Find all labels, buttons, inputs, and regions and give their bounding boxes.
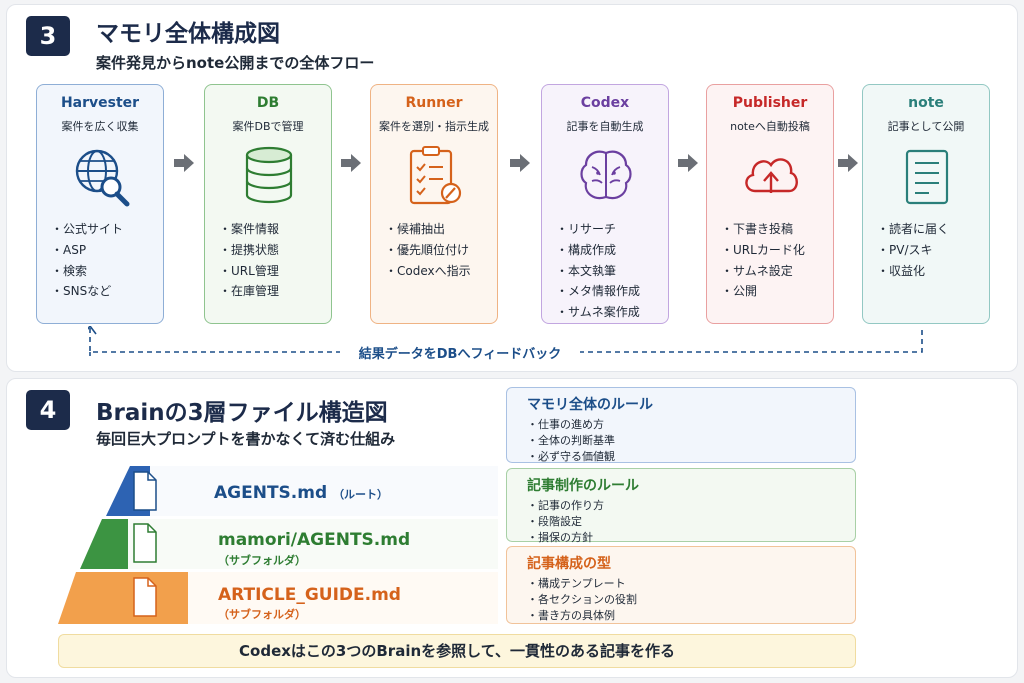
stage-items: 公式サイトASP検索SNSなど <box>51 219 123 302</box>
stage-item: 候補抽出 <box>385 219 471 240</box>
section-subtitle: 案件発見からnote公開までの全体フロー <box>96 54 375 72</box>
rule-title: 記事制作のルール <box>527 478 639 494</box>
rule-box: 記事構成の型 構成テンプレート各セクションの役割書き方の具体例 <box>506 546 856 624</box>
stage-item: PV/スキ <box>877 240 949 261</box>
stage-name: DB <box>256 95 280 111</box>
rule-item: 構成テンプレート <box>527 576 855 592</box>
stage-item: サムネ案作成 <box>556 302 640 323</box>
document-icon <box>897 145 957 207</box>
stage-desc: 記事を自動生成 <box>566 120 644 133</box>
stage-item: 読者に届く <box>877 219 949 240</box>
feedback-label: 結果データをDBへフィードバック <box>340 343 580 362</box>
stage-items: 読者に届くPV/スキ収益化 <box>877 219 949 281</box>
stage-desc: 記事として公開 <box>887 120 965 133</box>
stage-item: 検索 <box>51 261 123 282</box>
summary-banner: Codexはこの3つのBrainを参照して、一貫性のある記事を作る <box>58 634 856 668</box>
globe-search-icon <box>71 145 131 207</box>
rule-item: 段階設定 <box>527 514 855 530</box>
stage-item: メタ情報作成 <box>556 281 640 302</box>
stage-item: ASP <box>51 240 123 261</box>
rule-item: 書き方の具体例 <box>527 608 855 624</box>
section-number-badge: 4 <box>26 390 70 430</box>
rule-box: 記事制作のルール 記事の作り方段階設定損保の方針 <box>506 468 856 544</box>
database-icon <box>239 145 299 207</box>
stage-desc: 案件を選別・指示生成 <box>379 120 489 133</box>
stage-items: 候補抽出優先順位付けCodexへ指示 <box>385 219 471 281</box>
stage-db: DB 案件DBで管理 案件情報提携状態URL管理在庫管理 <box>204 84 332 324</box>
stage-item: リサーチ <box>556 219 640 240</box>
section-title: マモリ全体構成図 <box>96 21 280 47</box>
stage-publisher: Publisher noteへ自動投稿 下書き投稿URLカード化サムネ設定公開 <box>706 84 834 324</box>
stage-item: 在庫管理 <box>219 281 279 302</box>
flow-arrow-icon <box>174 154 194 172</box>
rule-item: 全体の判断基準 <box>527 433 855 449</box>
stage-item: サムネ設定 <box>721 261 805 282</box>
section-subtitle: 毎回巨大プロンプトを書かなくて済む仕組み <box>96 430 396 448</box>
layer-3-file: ARTICLE_GUIDE.md <box>218 585 401 605</box>
stage-runner: Runner 案件を選別・指示生成 候補抽出優先順位付けCodexへ指示 <box>370 84 498 324</box>
layer-3-note: （サブフォルダ） <box>218 608 306 621</box>
stage-name: Harvester <box>60 95 140 111</box>
stage-item: Codexへ指示 <box>385 261 471 282</box>
layer-1-label: AGENTS.md （ルート） <box>214 483 388 503</box>
file-icon <box>133 523 157 563</box>
stage-item: 優先順位付け <box>385 240 471 261</box>
flow-arrow-icon <box>677 154 698 172</box>
stage-item: URLカード化 <box>721 240 805 261</box>
stage-note: note 記事として公開 読者に届くPV/スキ収益化 <box>862 84 990 324</box>
stage-item: URL管理 <box>219 261 279 282</box>
rule-item: 損保の方針 <box>527 530 855 546</box>
stage-item: 構成作成 <box>556 240 640 261</box>
layer-1-file: AGENTS.md <box>214 483 328 503</box>
rule-title: 記事構成の型 <box>527 556 611 572</box>
stage-items: リサーチ構成作成本文執筆メタ情報作成サムネ案作成 <box>556 219 640 323</box>
rule-item: 記事の作り方 <box>527 498 855 514</box>
rule-items: 仕事の進め方全体の判断基準必ず守る価値観 <box>527 417 855 465</box>
rule-items: 構成テンプレート各セクションの役割書き方の具体例 <box>527 576 855 624</box>
stage-desc: noteへ自動投稿 <box>730 120 810 133</box>
section-title: Brainの3層ファイル構造図 <box>96 400 388 426</box>
stage-item: SNSなど <box>51 281 123 302</box>
stage-harvester: Harvester 案件を広く収集 公式サイトASP検索SNSなど <box>36 84 164 324</box>
brain-icon <box>576 145 636 207</box>
stage-item: 案件情報 <box>219 219 279 240</box>
stage-item: 本文執筆 <box>556 261 640 282</box>
stage-name: note <box>908 95 944 111</box>
file-icon <box>133 577 157 617</box>
brain-pyramid <box>58 466 498 624</box>
flow-arrow-icon <box>341 154 361 172</box>
rule-item: 仕事の進め方 <box>527 417 855 433</box>
stage-name: Runner <box>405 95 463 111</box>
section-number-badge: 3 <box>26 16 70 56</box>
stage-item: 収益化 <box>877 261 949 282</box>
stage-desc: 案件を広く収集 <box>61 120 139 133</box>
layer-1-note: （ルート） <box>333 488 389 501</box>
stage-items: 案件情報提携状態URL管理在庫管理 <box>219 219 279 302</box>
feedback-arrow <box>88 326 923 356</box>
stage-desc: 案件DBで管理 <box>232 120 304 133</box>
layer-2-file: mamori/AGENTS.md <box>218 530 411 550</box>
stage-name: Codex <box>580 95 630 111</box>
stage-item: 下書き投稿 <box>721 219 805 240</box>
checklist-icon <box>405 145 465 207</box>
stage-codex: Codex 記事を自動生成 リサーチ構成作成本文執筆メタ情報作成サムネ案作成 <box>541 84 669 324</box>
stage-item: 公式サイト <box>51 219 123 240</box>
layer-2-note: （サブフォルダ） <box>218 554 306 567</box>
rule-title: マモリ全体のルール <box>527 397 653 413</box>
rule-box: マモリ全体のルール 仕事の進め方全体の判断基準必ず守る価値観 <box>506 387 856 463</box>
rule-items: 記事の作り方段階設定損保の方針 <box>527 498 855 546</box>
stage-name: Publisher <box>732 95 808 111</box>
stage-items: 下書き投稿URLカード化サムネ設定公開 <box>721 219 805 302</box>
flow-arrow-icon <box>838 154 858 172</box>
stage-item: 提携状態 <box>219 240 279 261</box>
stage-item: 公開 <box>721 281 805 302</box>
file-icon <box>133 471 157 511</box>
flow-arrow-icon <box>509 154 530 172</box>
rule-item: 必ず守る価値観 <box>527 449 855 465</box>
flow-panel <box>6 4 1018 372</box>
cloud-upload-icon <box>741 145 801 207</box>
rule-item: 各セクションの役割 <box>527 592 855 608</box>
